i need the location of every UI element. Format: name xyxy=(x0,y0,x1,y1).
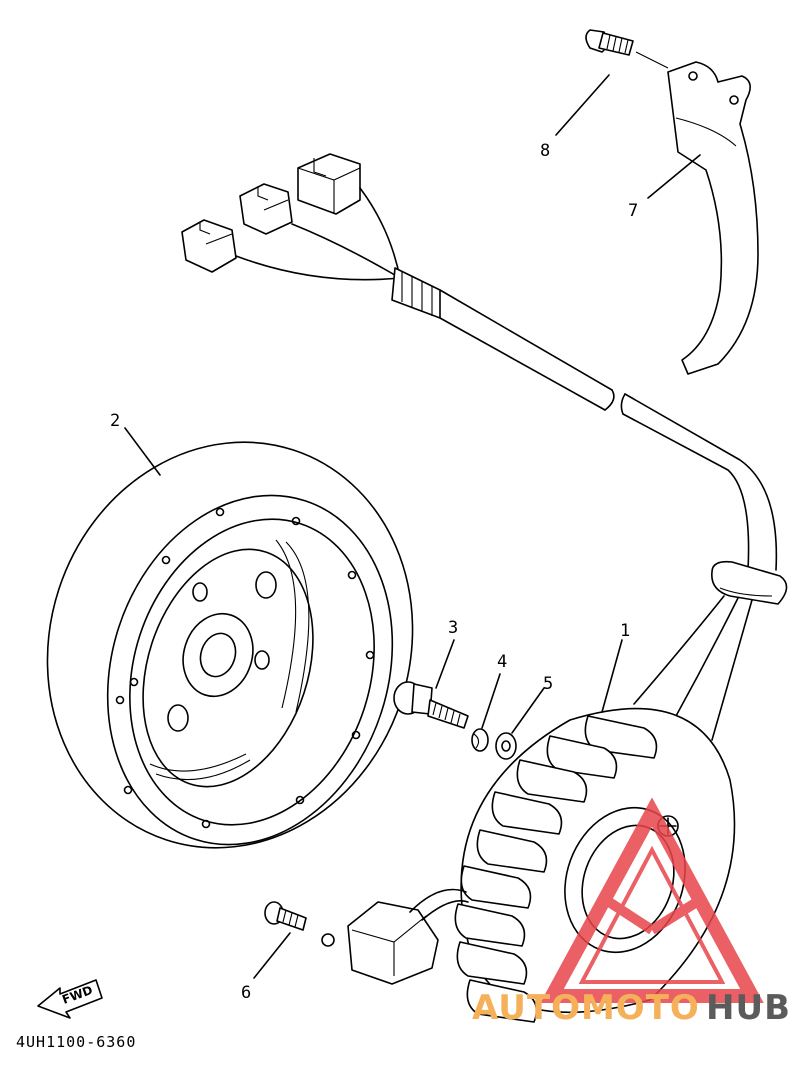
callout-5: 5 xyxy=(543,674,553,694)
wire-harness xyxy=(181,153,788,741)
watermark-text: AUTOMOTO HUB xyxy=(472,988,791,1028)
pickup-coil xyxy=(321,888,469,985)
callout-6: 6 xyxy=(241,983,251,1003)
watermark-word-automoto: AUTOMOTO xyxy=(472,988,700,1028)
spring-washer-4 xyxy=(471,728,489,752)
rotor-flywheel-2 xyxy=(46,441,414,849)
forward-arrow-icon: FWD xyxy=(37,979,103,1019)
watermark-word-hub: HUB xyxy=(706,988,791,1028)
callout-2: 2 xyxy=(110,411,120,431)
callout-8: 8 xyxy=(540,141,550,161)
leader-lines xyxy=(124,74,701,979)
callout-3: 3 xyxy=(448,618,458,638)
callout-labels: 1 2 3 4 5 6 7 8 xyxy=(110,141,638,1003)
callout-4: 4 xyxy=(497,652,507,672)
bracket-7 xyxy=(667,61,759,375)
bolt-3 xyxy=(393,681,469,729)
part-code: 4UH1100-6360 xyxy=(16,1033,136,1051)
watermark-logo-icon xyxy=(540,797,764,1003)
plain-washer-5 xyxy=(495,732,517,760)
stator-1 xyxy=(454,707,736,1023)
bolt-8 xyxy=(585,29,669,69)
callout-1: 1 xyxy=(620,621,630,641)
screw-6 xyxy=(264,901,307,931)
callout-7: 7 xyxy=(628,201,638,221)
